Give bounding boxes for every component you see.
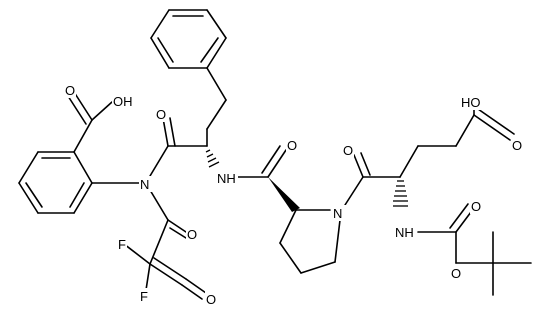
bond-glu-co-a bbox=[353, 154, 364, 178]
label-o-boc-ester: O bbox=[451, 266, 461, 281]
bond-glu-co-b bbox=[360, 152, 371, 176]
bond-acyl-o-a bbox=[167, 219, 187, 233]
bond-cf2-f-upper bbox=[123, 243, 151, 265]
label-o-phe-carbonyl: O bbox=[156, 107, 166, 122]
bond-carboxyl-oh bbox=[91, 101, 113, 121]
bond-n-acyl bbox=[149, 189, 169, 221]
label-nh-glu: NH bbox=[395, 225, 414, 240]
bond-carboxyl-o-a bbox=[73, 91, 93, 121]
bond-ch2-alpha bbox=[206, 99, 227, 130]
bond-boc-co-b bbox=[449, 203, 469, 229]
bond-phe-co-b bbox=[169, 117, 176, 147]
label-o-aryl-acid: O bbox=[65, 83, 75, 98]
bond-glu-gamma-delta bbox=[455, 114, 475, 147]
label-f-lower: F bbox=[140, 289, 148, 304]
bond-npro-glu-carbonyl bbox=[344, 176, 364, 206]
label-ho-glu-acid: HO bbox=[461, 95, 481, 110]
stereo-hash-phe bbox=[205, 149, 220, 168]
proline-ring bbox=[279, 209, 341, 274]
bond-carboxyl-o-b bbox=[67, 95, 87, 125]
benzoic-ring bbox=[18, 151, 93, 214]
label-n-aryl: N bbox=[140, 177, 149, 192]
label-nh-phe: NH bbox=[217, 171, 236, 186]
bond-phenyl-ch2 bbox=[206, 67, 227, 101]
label-o-ketene: O bbox=[206, 292, 216, 307]
bond-cf2-f-lower bbox=[145, 263, 151, 291]
bond-glu-acid-o-b bbox=[477, 108, 515, 135]
label-o-acyl: O bbox=[187, 227, 197, 242]
atom-labels: OH O N O NH O N O HO O NH O O O F F O bbox=[64, 82, 523, 307]
bond-cf2-ketene-b bbox=[153, 257, 187, 280]
bond-ring-carboxyl bbox=[73, 119, 93, 153]
bond-pro-co-a bbox=[267, 149, 287, 178]
label-o-boc-carbonyl: O bbox=[471, 199, 481, 214]
bond-acyl-cf2 bbox=[149, 219, 169, 265]
bond-glu-acid-o-a bbox=[473, 114, 511, 141]
label-o-pro-amide: O bbox=[287, 138, 297, 153]
label-o-glu-carbonyl: O bbox=[343, 143, 353, 158]
bond-ketene-o-b bbox=[185, 278, 207, 294]
stereo-hash-glu bbox=[393, 180, 408, 207]
label-oh-aryl-acid: OH bbox=[113, 94, 133, 109]
phenyl-ring bbox=[150, 9, 227, 69]
label-o-glu-acid: O bbox=[512, 138, 522, 153]
label-f-upper: F bbox=[118, 237, 126, 252]
bond-cf2-ketene-a bbox=[149, 263, 183, 286]
bond-phe-co-a bbox=[162, 117, 169, 147]
bond-ketene-o-a bbox=[181, 284, 203, 300]
bond-glu-alpha-beta bbox=[399, 145, 419, 178]
bond-pro-co-b bbox=[261, 145, 281, 174]
bond-n-phe-carbonyl bbox=[149, 145, 169, 177]
bond-acyl-o-b bbox=[169, 227, 187, 239]
stereo-wedge-pro bbox=[268, 177, 300, 212]
label-n-pro: N bbox=[333, 206, 342, 221]
